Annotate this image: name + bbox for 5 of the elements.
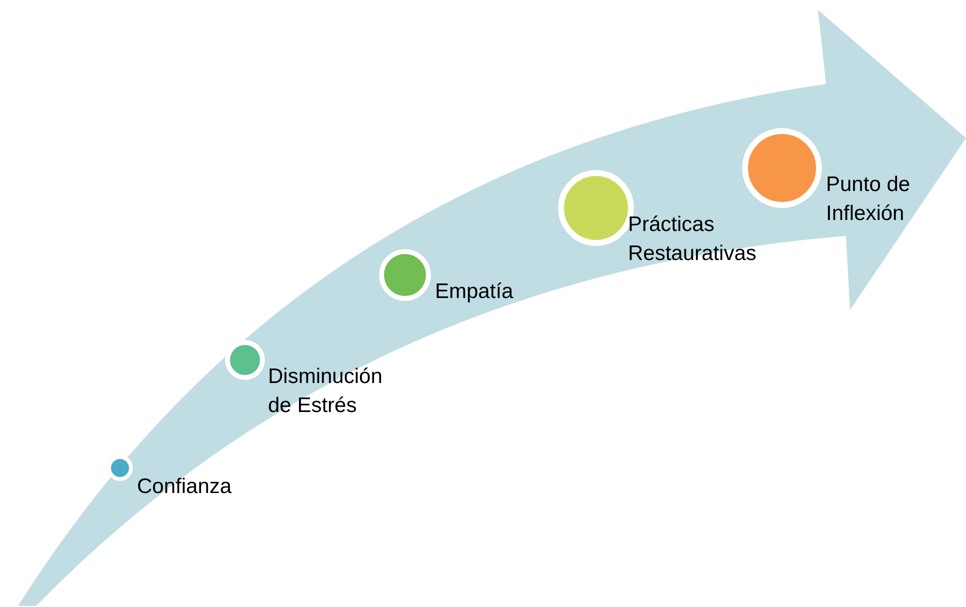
step-label: Prácticas Restaurativas [628, 212, 758, 267]
step-label: Disminución de Estrés [268, 364, 384, 419]
step-label: Empatía [435, 279, 514, 305]
step-label: Confianza [137, 474, 233, 500]
step-label: Punto de Inflexión [826, 172, 912, 227]
